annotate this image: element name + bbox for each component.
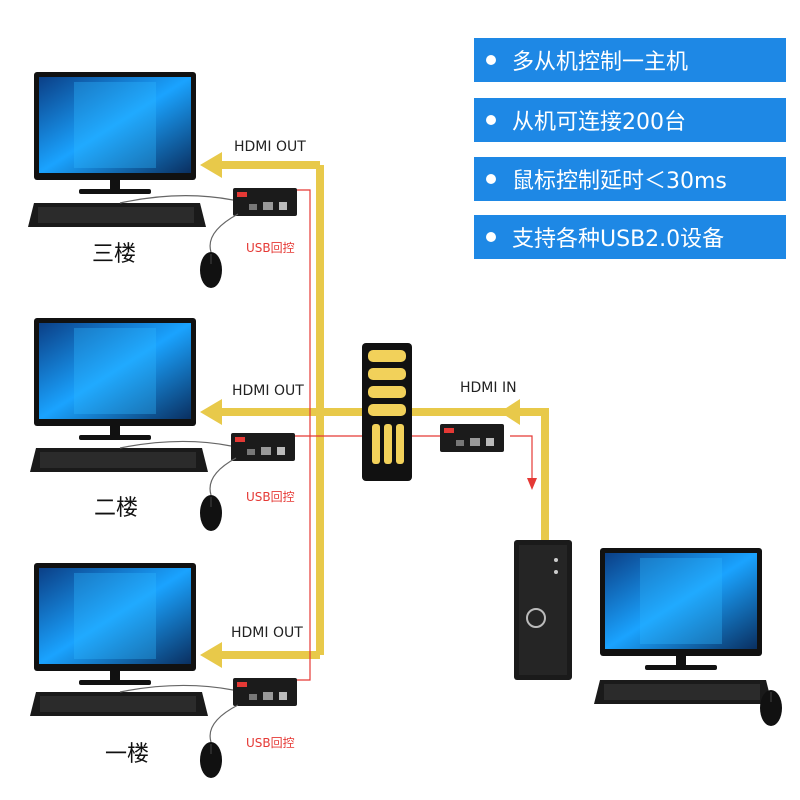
usb-label-floor3: USB回控 [246,241,295,255]
floor-label-2: 二楼 [94,496,139,521]
monitor-floor2 [34,318,196,440]
hdmi-out-label-floor3: HDMI OUT [234,139,306,155]
host-pc-tower [514,540,572,680]
feature-banner-4: 支持各种USB2.0设备 [474,215,786,259]
hdmi-cables [218,161,549,659]
feature-banner-3: 鼠标控制延时＜30ms [474,157,786,201]
usb-arrow [527,478,537,490]
extender-floor2 [231,433,295,461]
hdmi-in-label: HDMI IN [460,380,517,396]
monitor-floor3 [34,72,196,194]
feature-text: 鼠标控制延时＜30ms [512,169,727,194]
floor-label-1: 一楼 [105,742,150,767]
extender-transmitter [440,424,504,452]
usb-label-floor2: USB回控 [246,490,295,504]
keyboard-floor1 [30,692,208,716]
mouse-floor2 [199,494,223,532]
mouse-floor1 [199,741,223,779]
extender-floor1 [233,678,297,706]
mouse-host [759,689,783,727]
feature-text: 支持各种USB2.0设备 [512,227,725,252]
keyboard-floor2 [30,448,208,472]
monitor-floor1 [34,563,196,685]
usb-label-floor1: USB回控 [246,736,295,750]
hdmi-out-label-floor2: HDMI OUT [232,383,304,399]
extender-floor3 [233,188,297,216]
mouse-floor3 [199,251,223,289]
feature-banner-1: 多从机控制一主机 [474,38,786,82]
bullet-icon [486,115,496,125]
kvm-host-unit [362,343,412,481]
keyboard-host [594,680,772,704]
floor-label-3: 三楼 [92,242,137,267]
feature-banner-2: 从机可连接200台 [474,98,786,142]
keyboard-floor3 [28,203,206,227]
feature-text: 多从机控制一主机 [512,50,689,75]
feature-text: 从机可连接200台 [512,110,686,135]
monitor-host [600,548,762,670]
bullet-icon [486,174,496,184]
bullet-icon [486,55,496,65]
bullet-icon [486,232,496,242]
hdmi-arrows [200,152,520,668]
hdmi-out-label-floor1: HDMI OUT [231,625,303,641]
